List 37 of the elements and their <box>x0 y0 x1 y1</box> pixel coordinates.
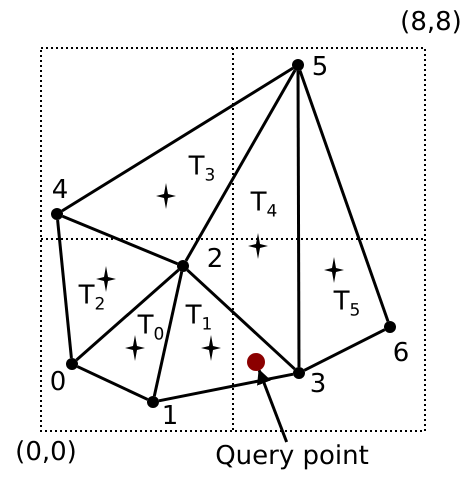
query-label: Query point <box>215 441 369 471</box>
triangle-edge <box>184 69 296 262</box>
coordinate-label: (8,8) <box>400 9 462 35</box>
triangle-edge <box>76 365 148 401</box>
vertex-dot <box>292 59 304 71</box>
triangle-label: T$_{3}$ <box>188 154 216 184</box>
triangle-edge <box>76 268 180 362</box>
vertex-dot <box>147 396 159 408</box>
triangle-edge <box>152 272 184 396</box>
triangle-label: T$_{2}$ <box>78 282 106 314</box>
vertex-label: 2 <box>206 246 224 272</box>
vertex-dot <box>384 321 396 333</box>
triangle-edge <box>298 70 390 322</box>
coordinate-label: (0,0) <box>15 439 77 465</box>
vertex-label: 4 <box>52 177 68 203</box>
triangle-label: T$_{5}$ <box>334 288 360 320</box>
triangle-label: T$_{4}$ <box>250 190 278 220</box>
vertex-label: 0 <box>50 369 66 395</box>
triangle-edge <box>186 268 296 370</box>
triangle-edge <box>304 328 386 372</box>
triangle-label: T$_{1}$ <box>186 302 212 334</box>
vertex-label: 1 <box>162 403 178 429</box>
triangle-edge <box>61 66 294 212</box>
triangle-edge <box>62 214 178 266</box>
vertex-dot <box>66 358 78 370</box>
query-point-dot <box>247 353 265 371</box>
triangle-edge <box>56 220 73 358</box>
triangle-label: T$_{0}$ <box>138 312 164 344</box>
triangle-edge <box>158 372 294 402</box>
triangle-edge <box>296 71 300 367</box>
vertex-dot <box>177 260 189 272</box>
arrow <box>257 369 288 443</box>
vertex-label: 6 <box>392 340 410 366</box>
vertex-label: 3 <box>310 371 326 397</box>
vertex-label: 5 <box>312 54 328 80</box>
vertex-dot <box>51 208 63 220</box>
vertex-dot <box>293 367 305 379</box>
